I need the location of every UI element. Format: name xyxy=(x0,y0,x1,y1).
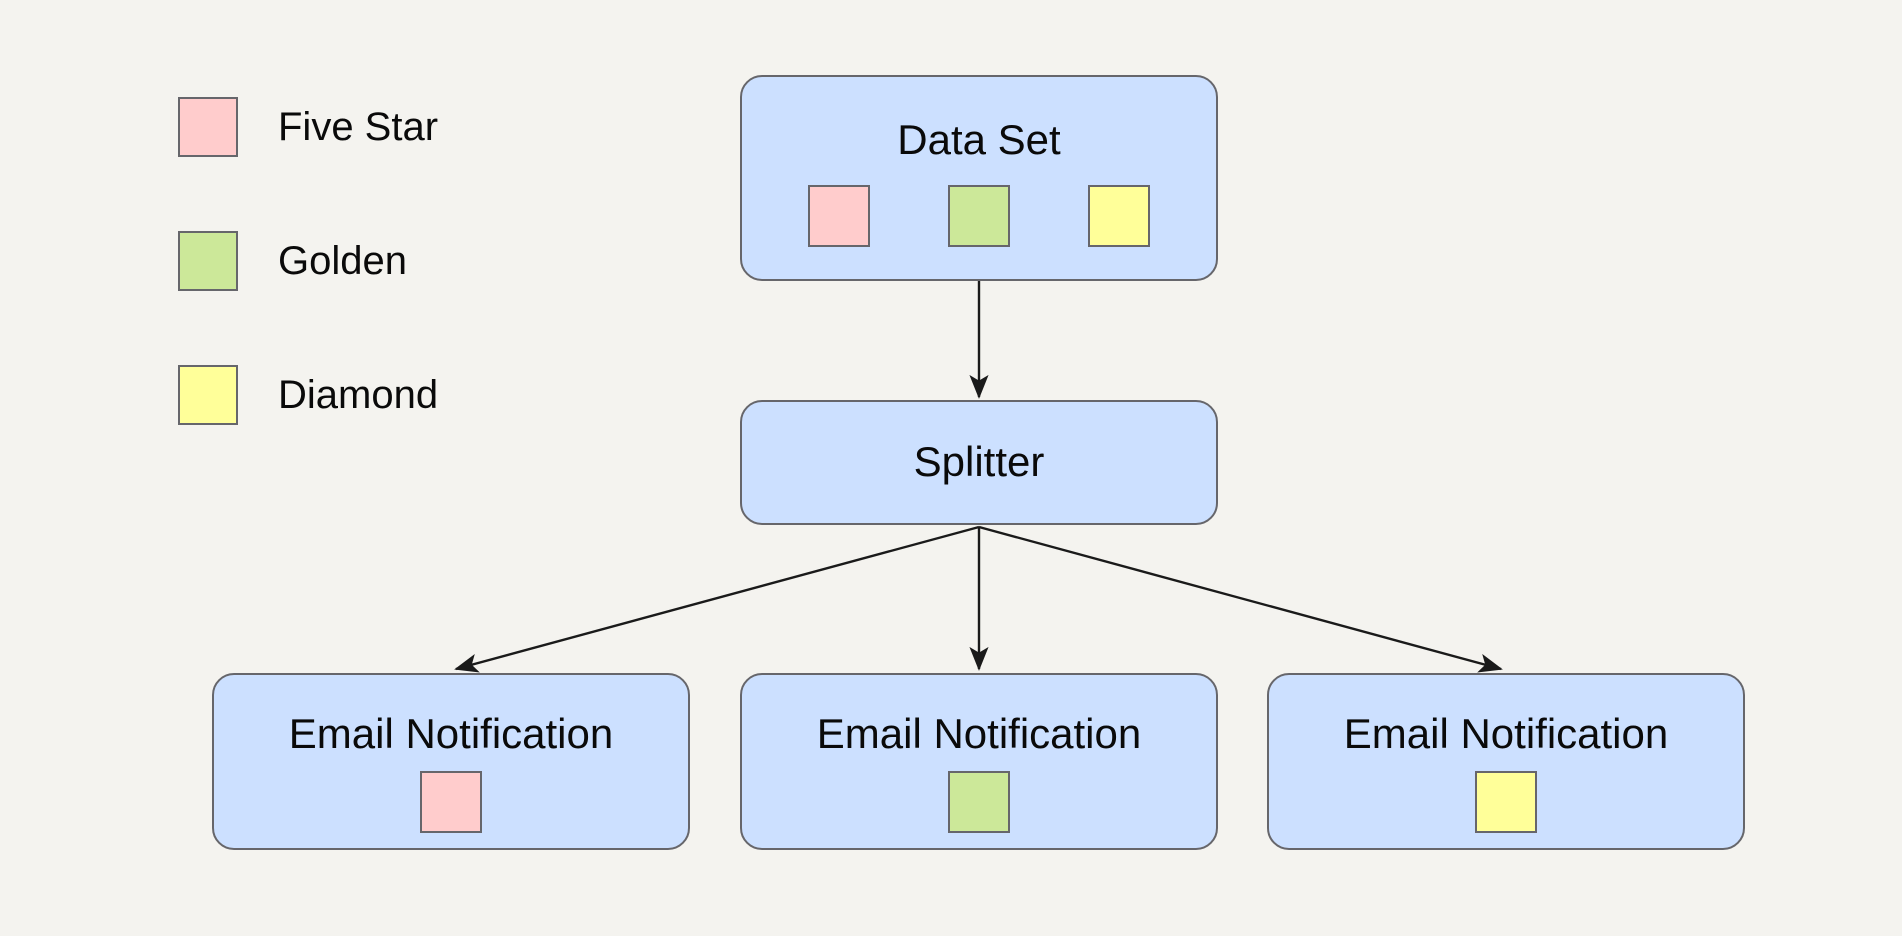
legend: Five Star Golden Diamond xyxy=(178,96,618,426)
data-set-chip-row xyxy=(742,185,1216,248)
diamond-swatch-icon xyxy=(178,365,238,425)
data-set-chip-golden xyxy=(948,185,1010,248)
legend-label-golden: Golden xyxy=(278,239,407,283)
node-email-notification-title: Email Notification xyxy=(1343,710,1669,757)
legend-label-diamond: Diamond xyxy=(278,373,439,417)
node-email-notification-title: Email Notification xyxy=(816,710,1142,757)
email-chip-row xyxy=(420,771,482,834)
node-email-notification-title: Email Notification xyxy=(288,710,614,757)
email-chip-row xyxy=(1475,771,1537,834)
node-email-notification-five-star[interactable]: Email Notification xyxy=(212,673,690,850)
node-email-notification-golden[interactable]: Email Notification xyxy=(740,673,1218,850)
email-chip-diamond xyxy=(1475,771,1537,834)
legend-label-five-star: Five Star xyxy=(278,105,439,149)
legend-item-five-star: Five Star xyxy=(178,96,618,158)
node-splitter[interactable]: Splitter xyxy=(740,400,1218,525)
legend-item-golden: Golden xyxy=(178,230,618,292)
email-chip-row xyxy=(948,771,1010,834)
node-email-notification-diamond[interactable]: Email Notification xyxy=(1267,673,1745,850)
node-splitter-title: Splitter xyxy=(913,438,1045,486)
data-set-chip-five-star xyxy=(808,185,870,248)
edge-splitter-to-email-0 xyxy=(454,525,980,673)
node-data-set[interactable]: Data Set xyxy=(740,75,1218,281)
five-star-swatch-icon xyxy=(178,97,238,157)
email-chip-five-star xyxy=(420,771,482,834)
node-data-set-title: Data Set xyxy=(897,116,1061,163)
golden-swatch-icon xyxy=(178,231,238,291)
edge-splitter-to-email-2 xyxy=(978,525,1503,673)
email-chip-golden xyxy=(948,771,1010,834)
legend-item-diamond: Diamond xyxy=(178,364,618,426)
data-set-chip-diamond xyxy=(1088,185,1150,248)
